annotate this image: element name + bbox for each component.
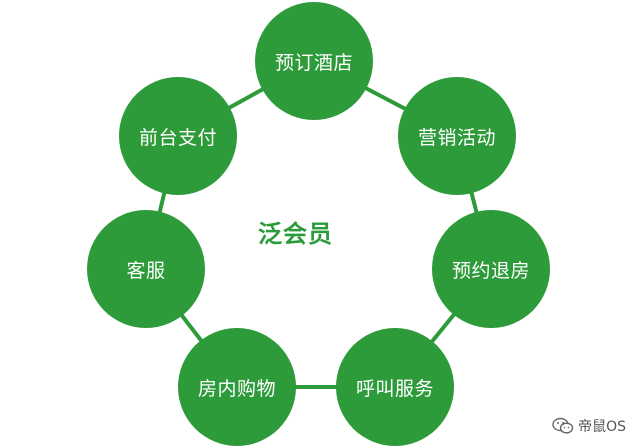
watermark-text: 帝鼠OS xyxy=(578,419,626,435)
node-checkout: 预约退房 xyxy=(432,210,550,328)
node-book-hotel: 预订酒店 xyxy=(255,2,373,120)
node-call-service: 呼叫服务 xyxy=(336,328,454,446)
node-front-desk-payment: 前台支付 xyxy=(119,77,237,195)
node-in-room-shopping: 房内购物 xyxy=(178,328,296,446)
center-label: 泛会员 xyxy=(258,220,333,248)
watermark: 帝鼠OS xyxy=(552,416,626,436)
node-customer-service: 客服 xyxy=(87,210,205,328)
wechat-icon xyxy=(552,417,574,435)
node-marketing: 营销活动 xyxy=(398,77,516,195)
